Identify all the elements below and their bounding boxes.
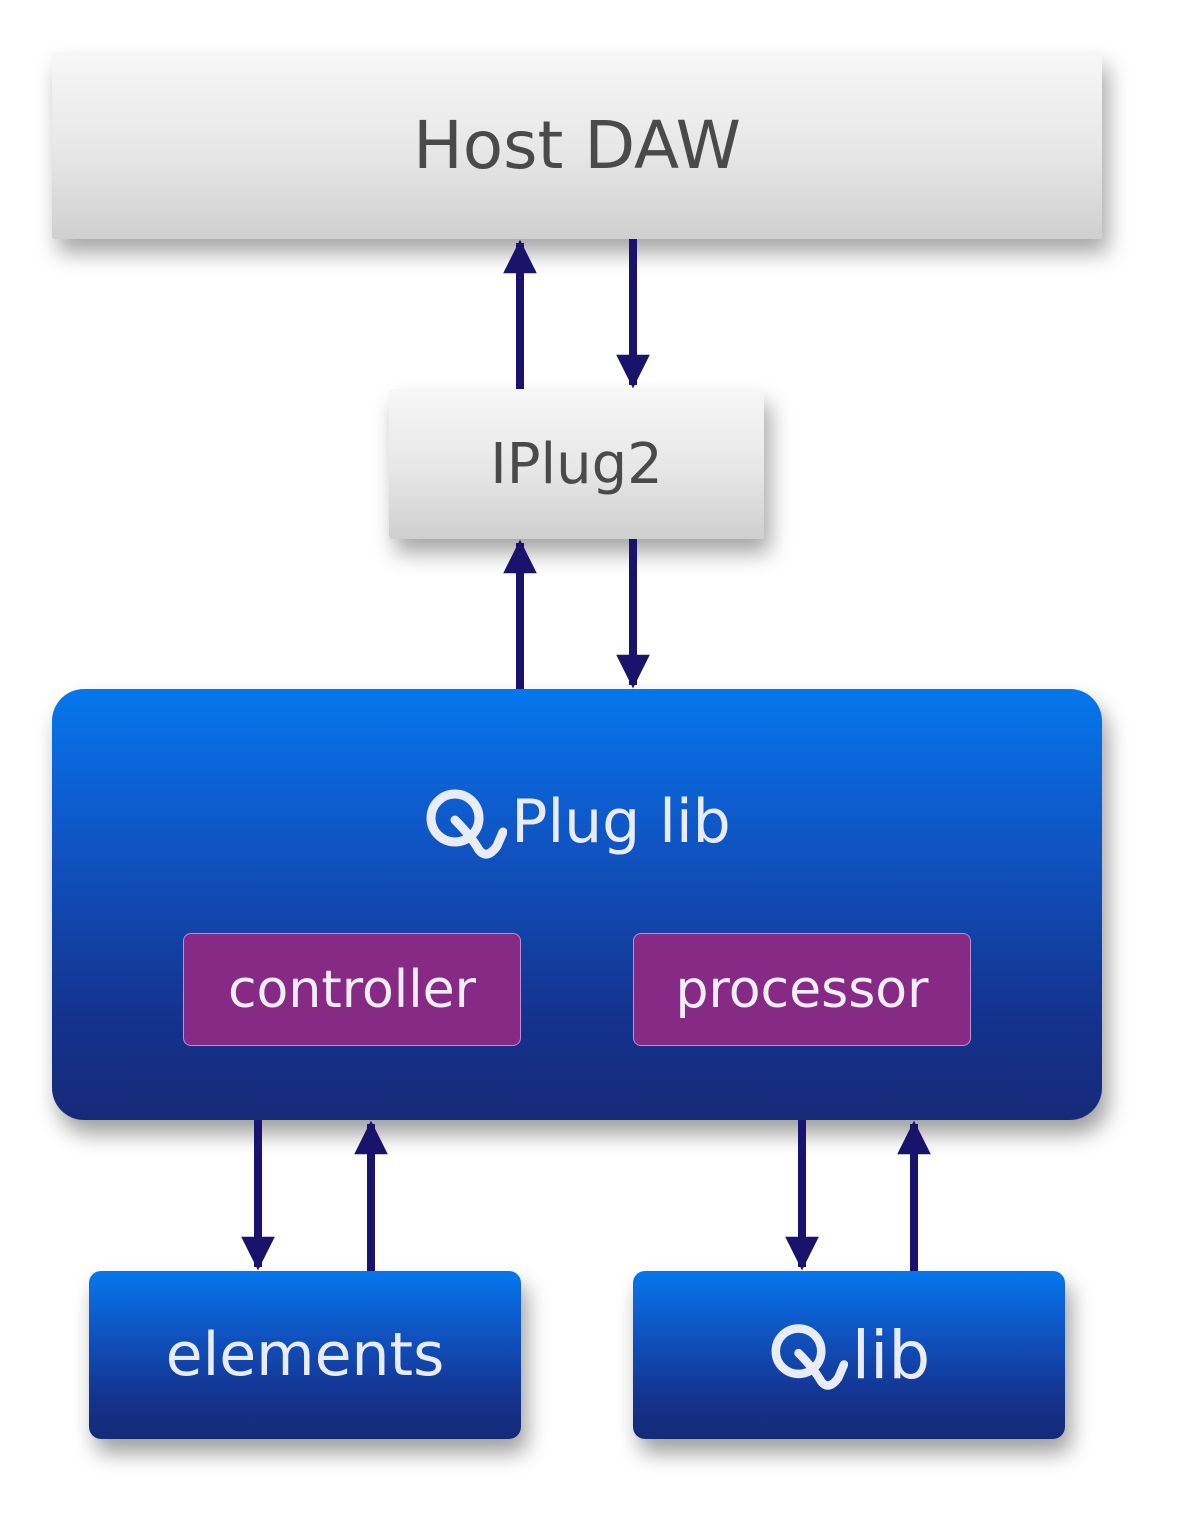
qplug-lib-container: Plug lib controller processor xyxy=(52,689,1102,1120)
elements-label: elements xyxy=(165,1320,445,1390)
iplug2-box: IPlug2 xyxy=(389,389,764,539)
host-daw-box: Host DAW xyxy=(52,52,1102,239)
controller-label: controller xyxy=(227,959,477,1020)
qplug-lib-title: Plug lib xyxy=(52,784,1102,860)
elements-box: elements xyxy=(89,1271,521,1439)
q-logo-icon xyxy=(426,789,508,859)
qlib-label: lib xyxy=(851,1316,931,1394)
processor-box: processor xyxy=(633,933,971,1046)
qlib-box: lib xyxy=(633,1271,1065,1439)
qplug-lib-label: Plug lib xyxy=(511,787,731,857)
q-logo-icon xyxy=(771,1324,848,1390)
processor-label: processor xyxy=(675,959,929,1020)
controller-box: controller xyxy=(183,933,521,1046)
iplug2-label: IPlug2 xyxy=(490,431,663,497)
host-daw-label: Host DAW xyxy=(413,107,741,184)
